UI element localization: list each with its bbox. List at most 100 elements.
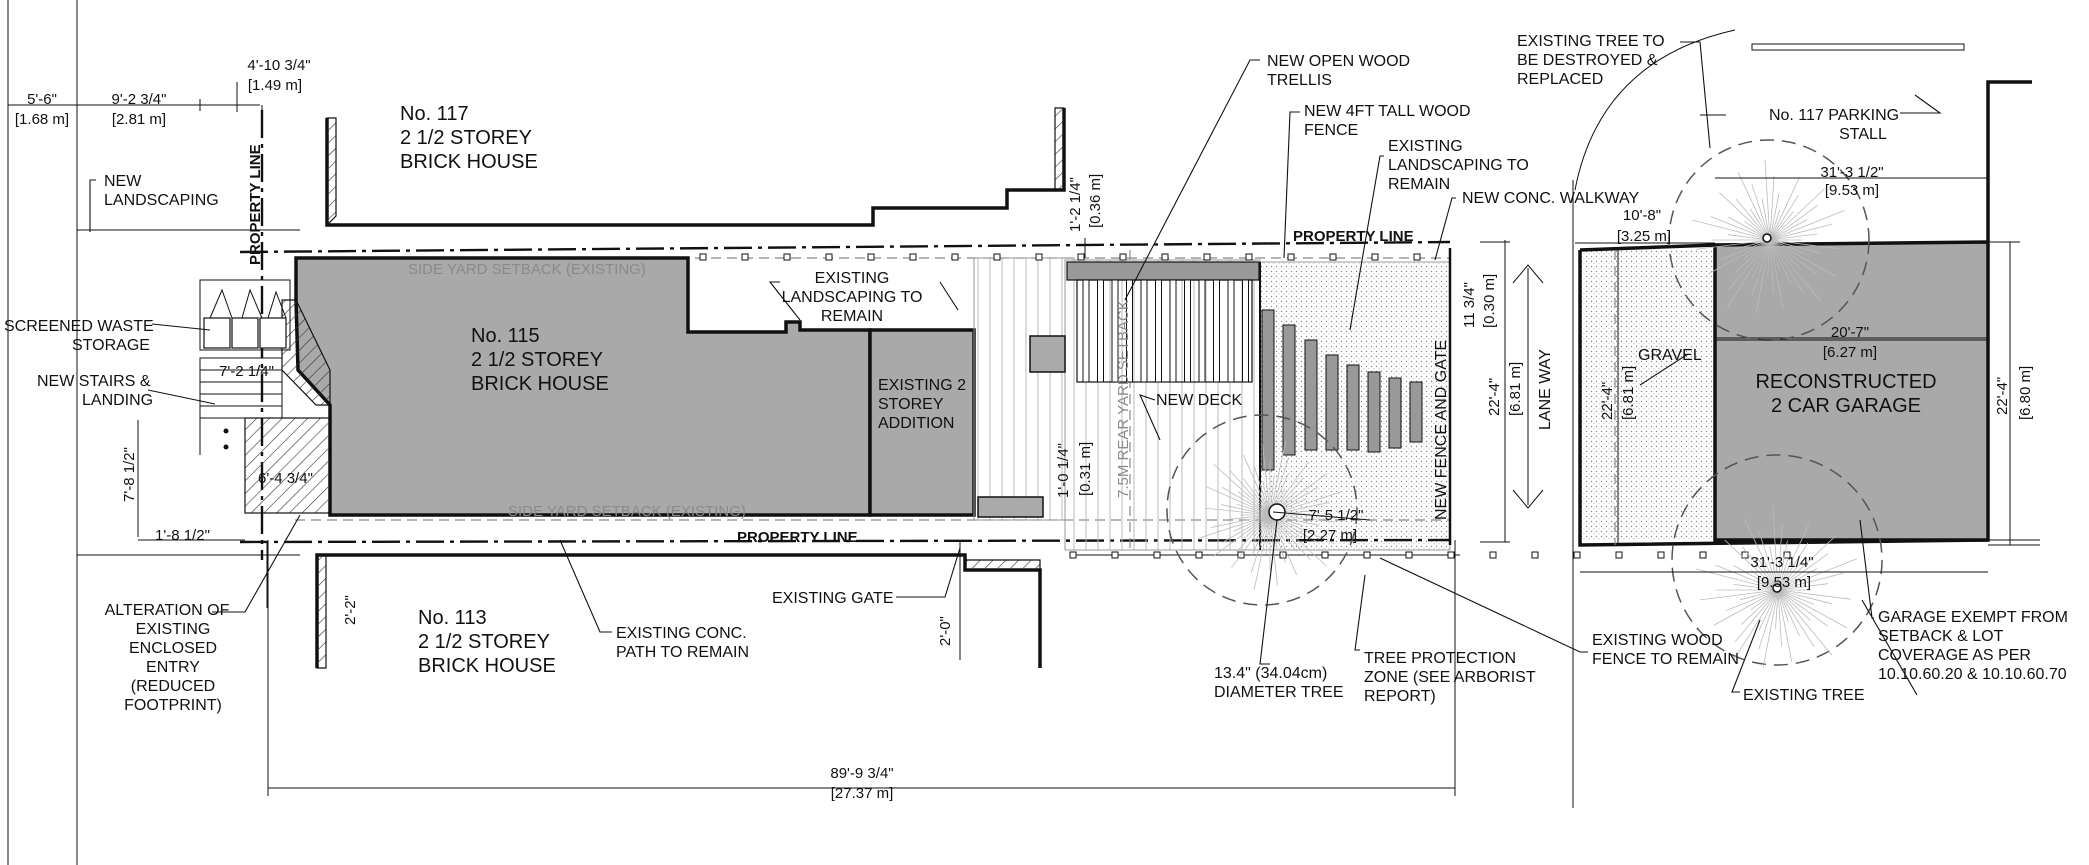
canopy-branch xyxy=(1769,233,1818,241)
new-fence-and-gate-label: NEW FENCE AND GATE xyxy=(1433,340,1450,520)
trellis-slat xyxy=(1213,279,1220,383)
canopy-branch xyxy=(1237,491,1271,516)
enclosed-entry[interactable] xyxy=(244,417,331,514)
svg-text:10.10.60.20 & 10.10.60.70: 10.10.60.20 & 10.10.60.70 xyxy=(1878,666,2067,683)
tree-protection-zone-label: TREE PROTECTION ZONE (SEE ARBORIST REPOR… xyxy=(1364,650,1536,705)
canopy-branch xyxy=(1243,478,1271,516)
screened-waste-storage[interactable] xyxy=(199,279,291,351)
fence-post xyxy=(1413,253,1421,261)
canopy-branch xyxy=(1269,514,1297,552)
fence-post xyxy=(783,253,791,261)
svg-text:10'-8": 10'-8" xyxy=(1623,207,1661,224)
canopy-branch xyxy=(1253,514,1271,590)
parking-stall-marker xyxy=(1751,43,1965,51)
svg-text:EXISTING: EXISTING xyxy=(815,270,890,287)
svg-text:[27.37 m]: [27.37 m] xyxy=(831,785,894,802)
existing-gate-label: EXISTING GATE xyxy=(772,590,894,607)
gravel-area[interactable] xyxy=(1580,250,1715,540)
side-yard-setback-label-south: SIDE YARD SETBACK (EXISTING) xyxy=(508,503,746,520)
existing-addition-label: EXISTING 2 STOREY ADDITION xyxy=(878,377,966,432)
canopy-branch xyxy=(1758,589,1779,649)
existing-tree[interactable] xyxy=(1772,583,1782,593)
property-line-label-south: PROPERTY LINE xyxy=(737,529,858,546)
svg-text:5'-6": 5'-6" xyxy=(27,91,57,108)
tree-canopy-right xyxy=(1692,160,1857,668)
svg-text:No. 117: No. 117 xyxy=(400,103,469,125)
canopy-branch xyxy=(1205,485,1271,516)
canopy-branch xyxy=(1213,464,1271,516)
svg-text:[2.27 m]: [2.27 m] xyxy=(1303,527,1357,544)
svg-text:No. 113: No. 113 xyxy=(418,607,487,629)
diameter-tree-label: 13.4" (34.04cm) DIAMETER TREE xyxy=(1214,665,1344,701)
fence-post xyxy=(1447,551,1455,559)
new-walkway-label: NEW CONC. WALKWAY xyxy=(1462,190,1640,207)
canopy-branch xyxy=(1695,239,1771,250)
svg-text:[6.80 m]: [6.80 m] xyxy=(2017,366,2034,420)
svg-text:[9.53 m]: [9.53 m] xyxy=(1757,574,1811,591)
dim-7-8: 7'-8 1/2" xyxy=(121,447,138,502)
existing-landscaping-label-2: EXISTING LANDSCAPING TO REMAIN xyxy=(1388,138,1529,193)
canopy-branch xyxy=(1777,522,1783,591)
svg-text:11 3/4": 11 3/4" xyxy=(1461,282,1478,328)
new-trellis-label: NEW OPEN WOOD TRELLIS xyxy=(1267,53,1410,89)
canopy-branch xyxy=(1740,589,1779,601)
fence-post xyxy=(1371,253,1379,261)
fence-post xyxy=(1531,551,1539,559)
dim-1-8: 1'-8 1/2" xyxy=(155,527,210,544)
canopy-branch xyxy=(1777,589,1833,605)
svg-text:22'-4": 22'-4" xyxy=(1599,382,1616,420)
svg-text:[2.81 m]: [2.81 m] xyxy=(112,111,166,128)
canopy-branch xyxy=(1715,564,1779,591)
canopy-branch xyxy=(1728,239,1771,290)
svg-text:EXISTING WOOD: EXISTING WOOD xyxy=(1592,632,1723,649)
planter-bed xyxy=(1261,309,1275,471)
svg-text:DIAMETER TREE: DIAMETER TREE xyxy=(1214,684,1344,701)
planter-bed xyxy=(1325,354,1339,451)
existing-conc-path[interactable] xyxy=(973,257,1075,521)
canopy-branch xyxy=(1254,489,1271,516)
canopy-branch xyxy=(1769,239,1805,295)
existing-tree-to-be-destroyed[interactable] xyxy=(1762,233,1772,243)
canopy-branch xyxy=(1737,172,1771,241)
svg-text:TREE PROTECTION: TREE PROTECTION xyxy=(1364,650,1516,667)
existing-addition-footprint[interactable] xyxy=(868,328,976,517)
side-yard-setback-label-north: SIDE YARD SETBACK (EXISTING) xyxy=(408,261,646,278)
new-open-wood-trellis[interactable] xyxy=(1066,261,1260,383)
lane-way-arrow xyxy=(1512,264,1544,509)
canopy-branch xyxy=(1719,192,1771,241)
fence-post xyxy=(1657,551,1665,559)
svg-text:BRICK HOUSE: BRICK HOUSE xyxy=(400,151,538,173)
canopy-branch xyxy=(1777,523,1810,591)
canopy-branch xyxy=(1758,531,1779,591)
canopy-branch xyxy=(1755,239,1771,314)
svg-text:LANDSCAPING: LANDSCAPING xyxy=(104,192,219,209)
garage-exempt-label: GARAGE EXEMPT FROM SETBACK & LOT COVERAG… xyxy=(1878,609,2068,683)
canopy-branch xyxy=(1777,589,1782,646)
canopy-branch xyxy=(1221,514,1271,543)
canopy-branch xyxy=(1777,572,1844,591)
canopy-branch xyxy=(1243,514,1271,539)
canopy-branch xyxy=(1231,514,1271,569)
new-stairs[interactable] xyxy=(199,357,283,455)
svg-text:(REDUCED: (REDUCED xyxy=(131,678,215,695)
canopy-branch xyxy=(1777,542,1809,591)
gravel-label: GRAVEL xyxy=(1638,347,1702,364)
fence-post xyxy=(1741,551,1749,559)
svg-text:GARAGE EXEMPT FROM: GARAGE EXEMPT FROM xyxy=(1878,609,2068,626)
svg-text:BRICK HOUSE: BRICK HOUSE xyxy=(471,373,609,395)
canopy-branch xyxy=(1744,239,1771,259)
canopy-branch xyxy=(1769,239,1822,254)
dim-20-7: 20'-7" [6.27 m] xyxy=(1823,324,1877,361)
svg-text:1'-0 1/4": 1'-0 1/4" xyxy=(1055,443,1072,498)
dim-9-2: 9'-2 3/4" [2.81 m] xyxy=(112,91,167,128)
canopy-branch xyxy=(1692,219,1771,241)
fence-post xyxy=(699,253,707,261)
svg-text:BRICK HOUSE: BRICK HOUSE xyxy=(418,655,556,677)
canopy-branch xyxy=(1254,467,1271,516)
fence-post xyxy=(1119,253,1127,261)
svg-text:[0.36 m]: [0.36 m] xyxy=(1087,174,1104,228)
canopy-branch xyxy=(1769,188,1825,241)
property-line-label-west: PROPERTY LINE xyxy=(247,144,264,265)
canopy-branch xyxy=(1777,589,1793,662)
